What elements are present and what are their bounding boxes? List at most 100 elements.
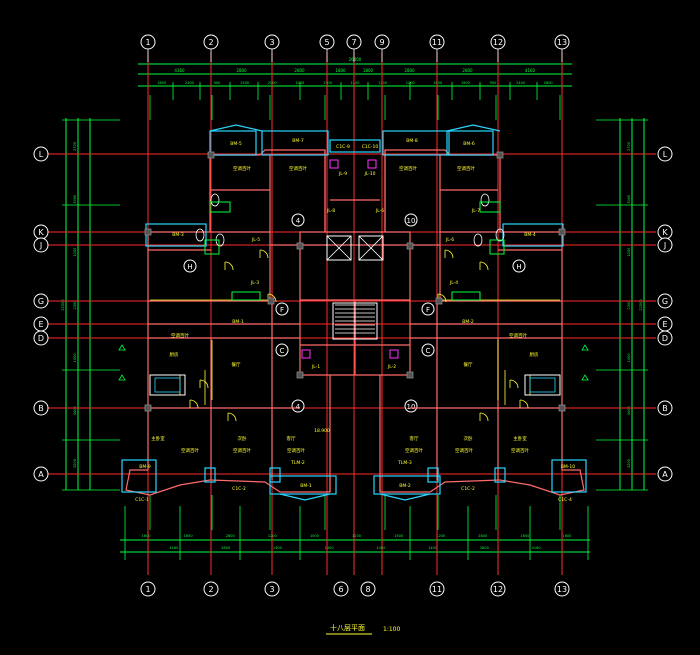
- room-label: JL-4: [449, 280, 458, 286]
- room-label: BM-5: [230, 141, 242, 147]
- sink: [529, 377, 556, 393]
- window-bay: [379, 493, 431, 501]
- wall-layer: [121, 124, 587, 501]
- axis-bubble-right-label: D: [662, 334, 668, 343]
- room-label: BM-4: [524, 232, 536, 238]
- axis-bubble-left-label: J: [39, 241, 42, 250]
- section-marker: [581, 344, 589, 351]
- dim-text-left: 1200: [73, 248, 77, 257]
- axis-bubble-bottom-label: 1: [145, 585, 150, 594]
- dim-text-bottom-row1: 1200: [352, 534, 361, 538]
- axis-bubble-right-label: A: [662, 470, 668, 479]
- column: [406, 242, 414, 250]
- toilet: [495, 228, 505, 242]
- dim-text-top-row2: 2000: [433, 81, 442, 85]
- room-label: JL-1: [311, 364, 320, 370]
- axis-bubble-left-label: K: [38, 228, 44, 237]
- axis-bubble-top-label: 9: [379, 38, 384, 47]
- column: [207, 151, 215, 159]
- room-label: 主卧室: [151, 435, 165, 442]
- dim-text-bottom-row1: 1200: [436, 534, 445, 538]
- axis-bubble-right-circle: [657, 400, 673, 416]
- room-label: JL-8: [326, 208, 335, 214]
- section-marker: [118, 344, 126, 351]
- axis-bubble-top-label: 2: [208, 38, 213, 47]
- axis-bubble-inner-label: 10: [407, 403, 416, 411]
- drawing-title: 十八层平面: [330, 623, 365, 632]
- column: [267, 297, 275, 305]
- dim-text-top-row2: 2400: [516, 81, 525, 85]
- counter-block: [204, 239, 220, 255]
- room-label: 客厅: [410, 435, 419, 442]
- axis-bubble-inner: [275, 343, 289, 357]
- room-label: 空调百叶: [399, 165, 417, 172]
- room-label: 空调百叶: [509, 332, 527, 339]
- fixture-layer: [118, 151, 589, 422]
- magenta-marker: [301, 349, 311, 359]
- axis-bubble-right-circle: [657, 237, 673, 253]
- wall: [384, 149, 500, 232]
- axis-bubble-left-label: B: [38, 404, 44, 413]
- room-label: C1C-2: [461, 486, 475, 492]
- axis-bubble-left-label: G: [38, 297, 44, 306]
- room-label: 空调百叶: [233, 447, 251, 454]
- axis-bubble-left-circle: [33, 330, 49, 346]
- dim-text-top-row2: 1500: [240, 81, 249, 85]
- dim-text-bottom-row2: 1400: [428, 546, 437, 550]
- axis-bubble-left-circle: [33, 237, 49, 253]
- room-label: 空调百叶: [455, 447, 473, 454]
- room-label: JL-6: [375, 208, 384, 214]
- axis-bubble-right-label: B: [662, 404, 668, 413]
- window: [382, 130, 450, 156]
- dim-text-top-row1: 2800: [236, 68, 247, 73]
- counter-block: [209, 201, 231, 213]
- dim-text-bottom-row2: 1400: [325, 546, 334, 550]
- dim-text-bottom-row1: 1650: [184, 534, 193, 538]
- wall: [385, 231, 441, 300]
- axis-bubble-inner: [183, 259, 197, 273]
- axis-bubble-bottom-label: 13: [557, 585, 567, 594]
- axis-bubble-left-circle: [33, 400, 49, 416]
- window: [269, 475, 337, 495]
- window: [427, 467, 439, 483]
- dim-text-right: 1400: [627, 353, 631, 362]
- dim-text-bottom-row2: 1400: [376, 546, 385, 550]
- room-label: 空调百叶: [287, 447, 305, 454]
- room-label: 空调百叶: [181, 447, 199, 454]
- section-marker: [118, 374, 126, 381]
- window: [373, 475, 441, 495]
- room-label: JL-6: [445, 237, 454, 243]
- axis-bubble-inner: [404, 213, 418, 227]
- room-label: 空调百叶: [405, 447, 423, 454]
- sink: [154, 377, 181, 393]
- window: [261, 130, 329, 156]
- window: [121, 459, 157, 493]
- axis-bubble-bottom-circle: [360, 581, 376, 597]
- axis-bubble-inner: [421, 343, 435, 357]
- axis-bubble-bottom-label: 2: [208, 585, 213, 594]
- axis-bubble-left-label: D: [38, 334, 44, 343]
- room-label: C1C-9: [336, 144, 350, 150]
- window-bay: [279, 493, 331, 501]
- axis-bubble-bottom-circle: [140, 581, 156, 597]
- axis-bubble-top-label: 1: [145, 38, 150, 47]
- window: [494, 467, 506, 483]
- dim-text-top-row1: 4160: [174, 68, 185, 73]
- axis-bubble-right-label: E: [662, 320, 667, 329]
- door-swing: [224, 261, 234, 271]
- dim-text-top-row2: 1500: [461, 81, 470, 85]
- dim-text-bottom-row2: 1400: [273, 546, 282, 550]
- toilet: [210, 193, 220, 207]
- dim-text-right: 4400: [627, 406, 631, 415]
- section-marker: [581, 374, 589, 381]
- axis-bubble-left-label: E: [38, 320, 43, 329]
- axis-bubble-bottom-circle: [429, 581, 445, 597]
- dim-text-right: 1200: [627, 248, 631, 257]
- room-label: 空调百叶: [171, 332, 189, 339]
- dim-text-top-row1: 1800: [363, 68, 374, 73]
- room-label: 主卧室: [513, 435, 527, 442]
- room-label: 空调百叶: [233, 165, 251, 172]
- axis-bubble-inner-label: 10: [407, 217, 416, 225]
- room-label: 空调百叶: [511, 447, 529, 454]
